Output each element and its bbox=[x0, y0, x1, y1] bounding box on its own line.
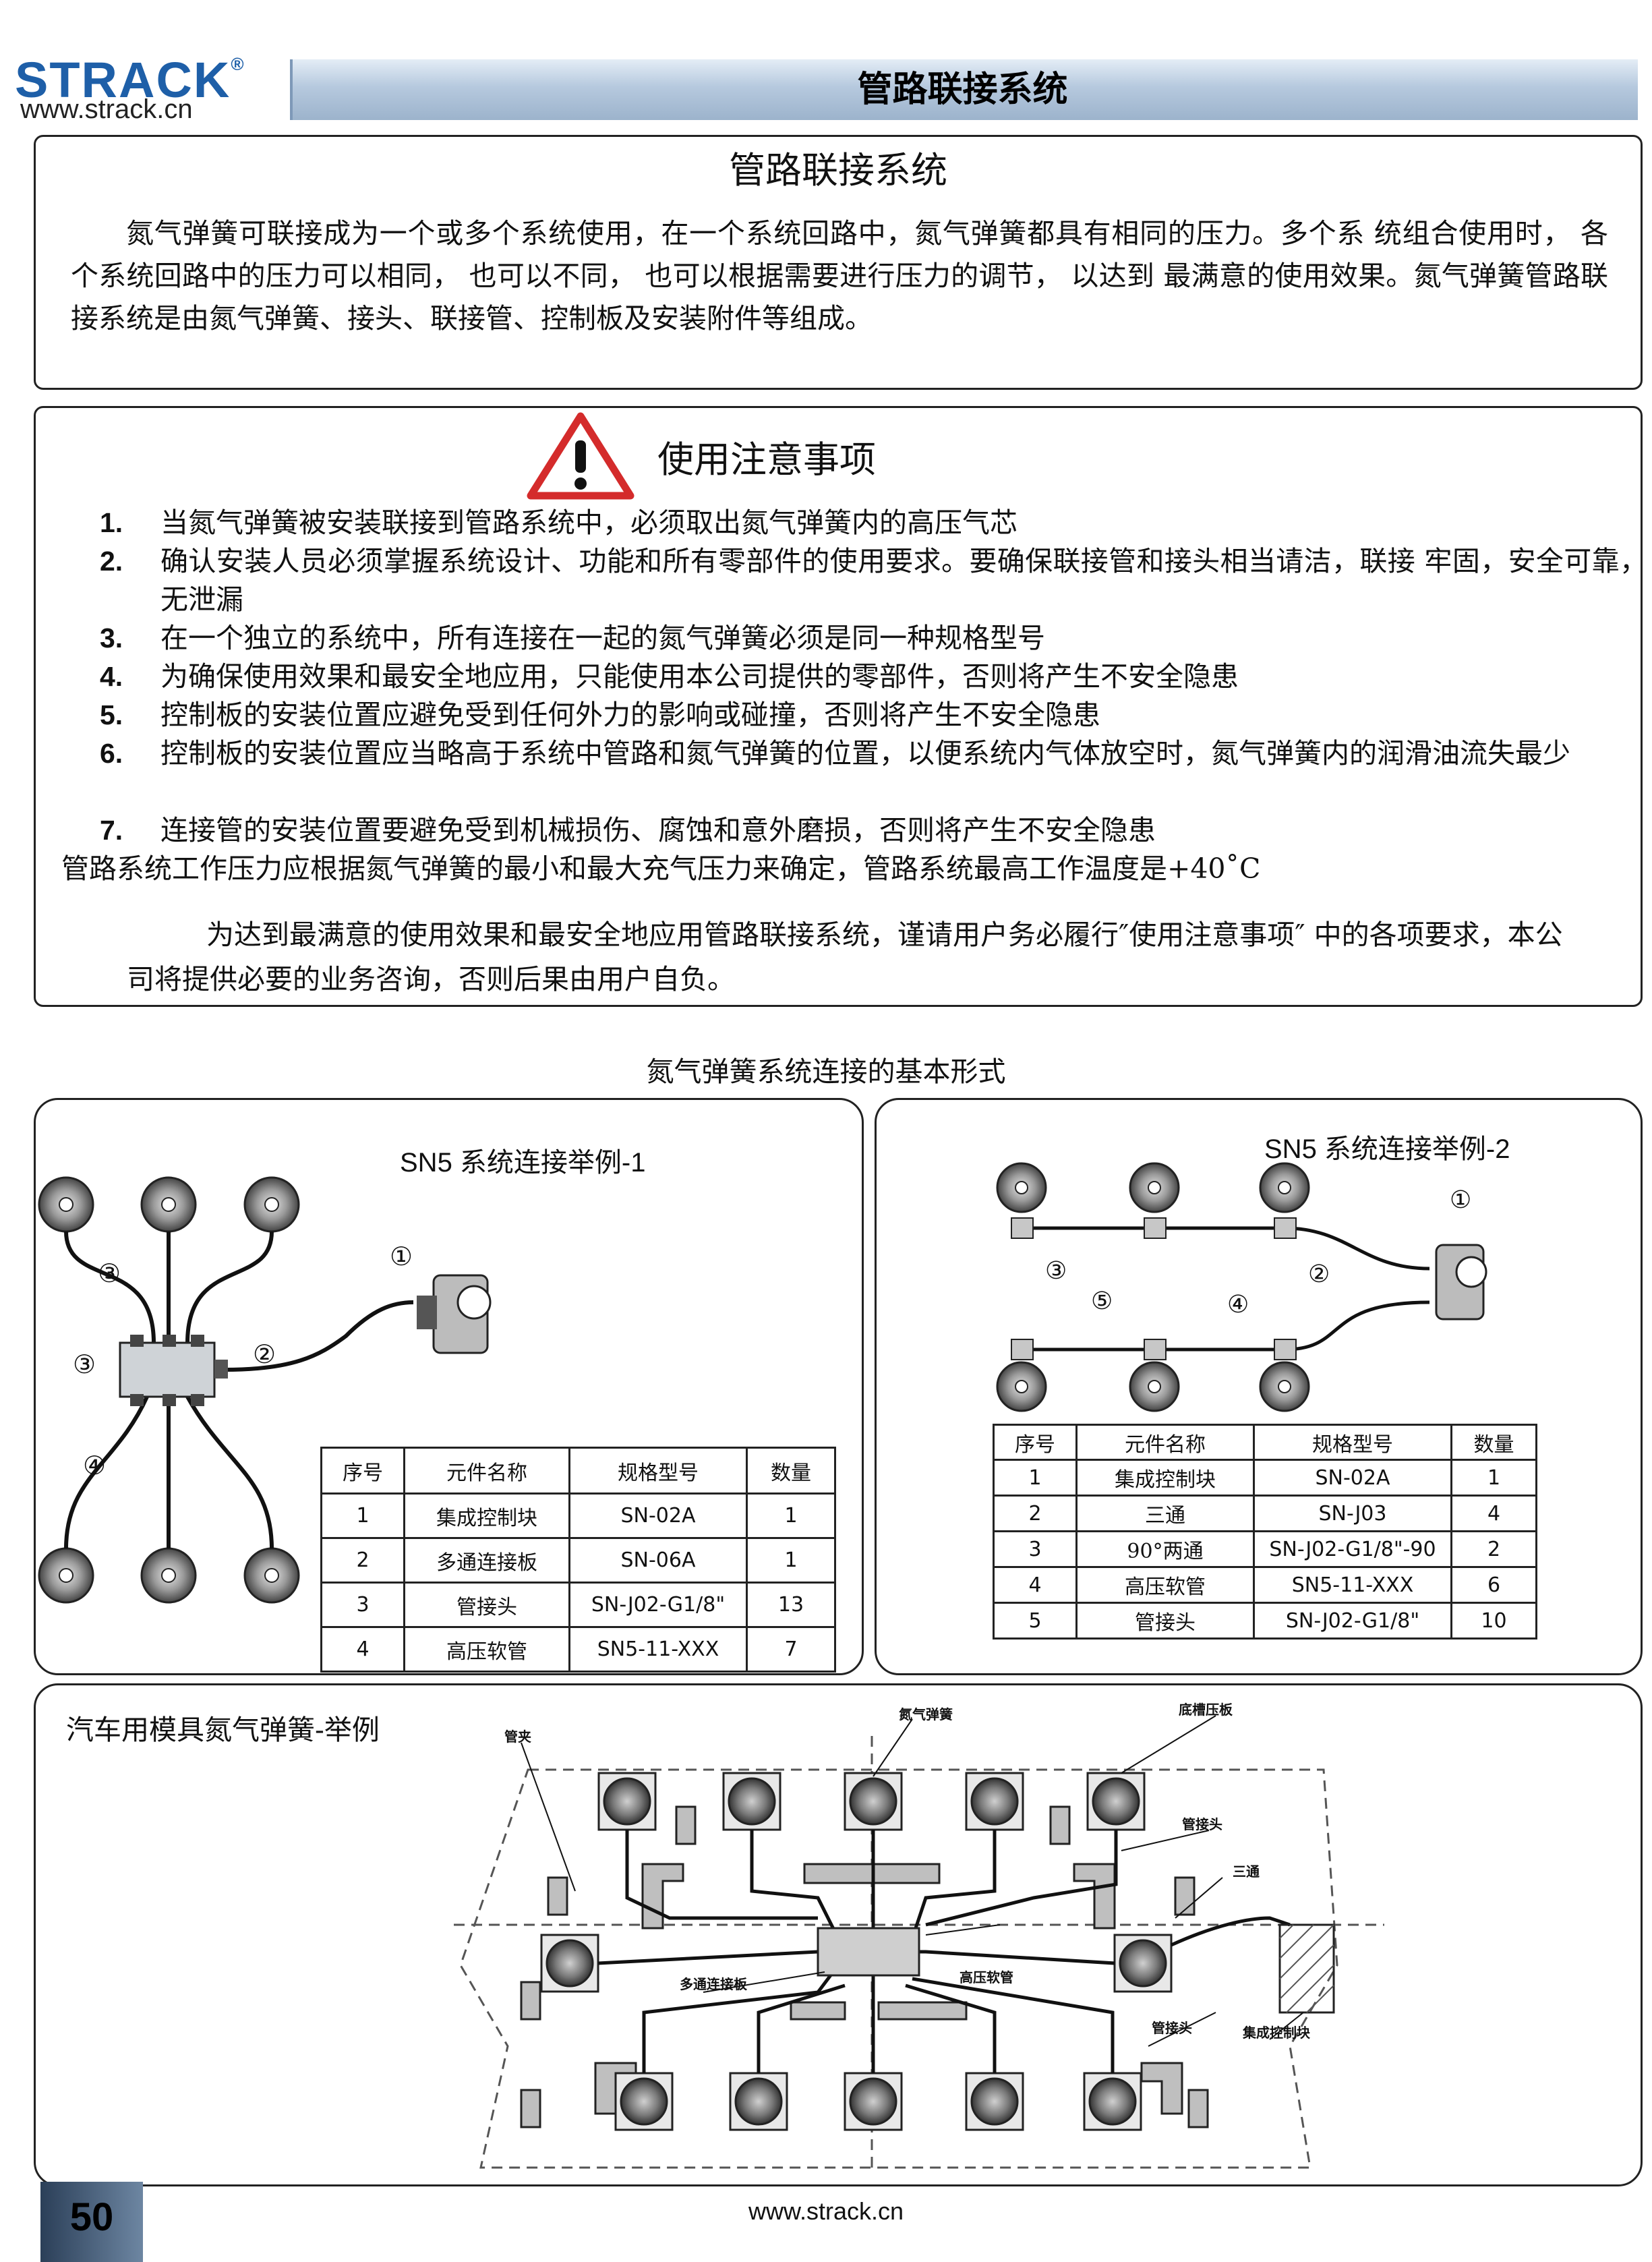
note-number: 2. bbox=[100, 546, 123, 577]
callout-4: ④ bbox=[1227, 1291, 1249, 1318]
section-title: 氮气弹簧系统连接的基本形式 bbox=[646, 1055, 1006, 1088]
example-1-diagram: ① ② ③ ③ ④ bbox=[38, 1176, 492, 1604]
example-2-title: SN5 系统连接举例-2 bbox=[1264, 1134, 1510, 1164]
usage-notes-section: 使用注意事项 1. 当氮气弹簧被安装联接到管路系统中，必须取出氮气弹簧内的高压气… bbox=[34, 406, 1647, 1007]
label-control-block: 集成控制块 bbox=[1242, 2025, 1311, 2041]
note-number: 7. bbox=[100, 815, 123, 846]
callout-2: ② bbox=[1308, 1260, 1330, 1288]
closing-note: 为达到最满意的使用效果和最安全地应用管路联接系统，谨请用户务必履行″使用注意事项… bbox=[127, 919, 1563, 995]
brand-url: www.strack.cn bbox=[20, 94, 193, 124]
label-fitting-top: 管接头 bbox=[1182, 1816, 1222, 1832]
callout-3b: ③ bbox=[73, 1350, 96, 1379]
brand-logo: STRACK® bbox=[15, 52, 245, 108]
callout-3: ③ bbox=[1045, 1257, 1067, 1285]
notes-title: 使用注意事项 bbox=[657, 438, 876, 481]
footer-page-badge bbox=[40, 2182, 143, 2262]
label-hose: 高压软管 bbox=[960, 1969, 1013, 1985]
note-text: 控制板的安装位置应当略高于系统中管路和氮气弹簧的位置，以便系统内气体放空时，氮气… bbox=[160, 737, 1570, 770]
example-1-panel: SN5 系统连接举例-1 bbox=[34, 1098, 864, 1675]
note-number: 1. bbox=[100, 507, 123, 538]
warning-triangle-icon bbox=[527, 412, 635, 500]
callout-3a: ③ bbox=[98, 1258, 121, 1288]
note-number: 5. bbox=[100, 699, 123, 730]
label-base-plate: 底槽压板 bbox=[1179, 1702, 1233, 1718]
note-text: 确认安装人员必须掌握系统设计、功能和所有零部件的使用要求。要确保联接管和接头相当… bbox=[160, 545, 1647, 616]
label-manifold: 多通连接板 bbox=[680, 1976, 748, 1992]
car-example-title: 汽车用模具氮气弹簧-举例 bbox=[66, 1714, 380, 1746]
label-clamp: 管夹 bbox=[504, 1729, 531, 1745]
table-header-row: 序号 元件名称 规格型号 数量 bbox=[320, 1447, 836, 1495]
table-header-row: 序号 元件名称 规格型号 数量 bbox=[993, 1424, 1537, 1461]
callout-4: ④ bbox=[83, 1451, 106, 1480]
intro-section: 管路联接系统 氮气弹簧可联接成为一个或多个系统使用，在一个系统回路中，氮气弹簧都… bbox=[34, 135, 1643, 390]
callout-2: ② bbox=[253, 1339, 276, 1369]
example-2-diagram: ① ② ③ ④ ⑤ bbox=[996, 1162, 1487, 1412]
intro-body: 氮气弹簧可联接成为一个或多个系统使用，在一个系统回路中，氮气弹簧都具有相同的压力… bbox=[71, 217, 1608, 335]
callout-1: ① bbox=[1450, 1186, 1471, 1214]
pressure-note: 管路系统工作压力应根据氮气弹簧的最小和最大充气压力来确定，管路系统最高工作温度是… bbox=[61, 852, 1261, 885]
note-text: 当氮气弹簧被安装联接到管路系统中，必须取出氮气弹簧内的高压气芯 bbox=[160, 506, 1017, 539]
label-spring: 氮气弹簧 bbox=[899, 1706, 953, 1722]
car-die-example-panel: 汽车用模具氮气弹簧-举例 bbox=[34, 1683, 1643, 2186]
note-text: 在一个独立的系统中，所有连接在一起的氮气弹簧必须是同一种规格型号 bbox=[160, 622, 1045, 654]
note-number: 6. bbox=[100, 738, 123, 769]
note-text: 为确保使用效果和最安全地应用，只能使用本公司提供的零部件，否则将产生不安全隐患 bbox=[160, 660, 1239, 693]
footer-url: www.strack.cn bbox=[748, 2197, 904, 2225]
callout-1: ① bbox=[390, 1242, 413, 1271]
example-1-title: SN5 系统连接举例-1 bbox=[400, 1148, 646, 1178]
car-die-diagram: 氮气弹簧 底槽压板 管夹 管接头 三通 多通连接板 高压软管 管接头 集成控制块 bbox=[454, 1702, 1384, 2169]
page-number: 50 bbox=[69, 2195, 114, 2239]
note-text: 控制板的安装位置应避免受到任何外力的影响或碰撞，否则将产生不安全隐患 bbox=[160, 699, 1100, 731]
page-title: 管路联接系统 bbox=[857, 69, 1068, 110]
callout-5: ⑤ bbox=[1091, 1287, 1113, 1315]
header-bar bbox=[290, 59, 1638, 120]
example-2-panel: SN5 系统连接举例-2 ① ② ③ bbox=[875, 1098, 1643, 1675]
label-fitting-bottom: 管接头 bbox=[1152, 2020, 1192, 2036]
note-text: 连接管的安装位置要避免受到机械损伤、腐蚀和意外磨损，否则将产生不安全隐患 bbox=[160, 814, 1156, 846]
note-number: 4. bbox=[100, 661, 123, 692]
note-number: 3. bbox=[100, 622, 123, 654]
intro-title: 管路联接系统 bbox=[729, 149, 947, 192]
label-tee: 三通 bbox=[1233, 1863, 1260, 1880]
